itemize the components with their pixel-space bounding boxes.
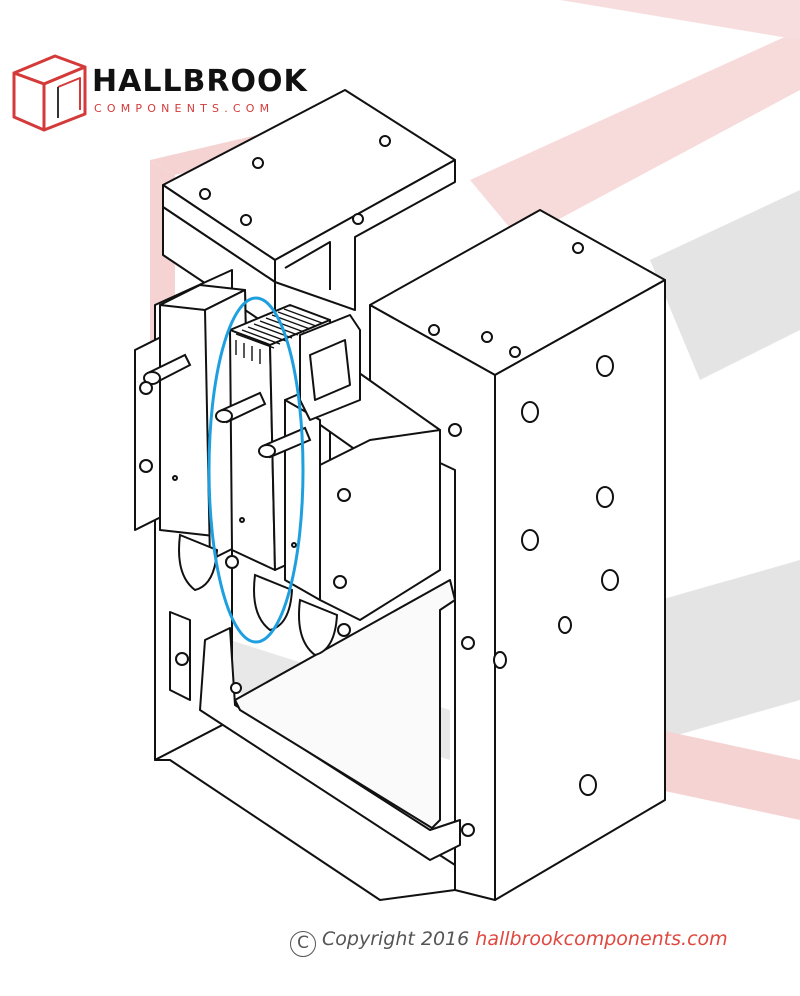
watermark-background [150, 0, 800, 820]
roller-set [178, 533, 339, 657]
brand-name: HALLBROOK [92, 64, 308, 99]
copyright-text: Copyright 2016 [322, 928, 470, 950]
copyright-url[interactable]: hallbrookcomponents.com [475, 928, 728, 950]
pin-set [143, 353, 312, 459]
mechanism-body [134, 89, 666, 901]
fastener-holes [139, 135, 619, 837]
highlight-ellipse [207, 296, 305, 644]
brand-subtitle: COMPONENTS.COM [94, 102, 275, 115]
copyright-icon: C [290, 931, 316, 957]
copyright-notice: C Copyright 2016 hallbrookcomponents.com [290, 928, 728, 957]
cube-logo-icon [12, 54, 87, 132]
